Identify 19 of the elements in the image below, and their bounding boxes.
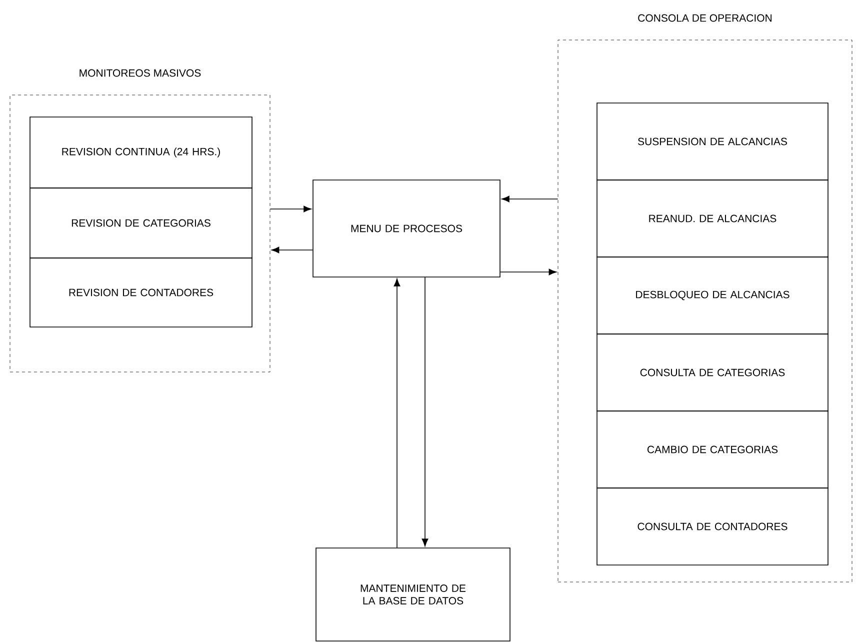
process-box: CONSULTA DE CONTADORES: [596, 488, 828, 566]
arrow: [394, 278, 400, 548]
arrow: [271, 246, 313, 254]
process-box: REVISION DE CATEGORIAS: [30, 188, 252, 258]
group-title: MONITOREOS MASIVOS: [80, 69, 201, 77]
process-box: MANTENIMIENTO DE LA BASE DE DATOS: [316, 548, 510, 642]
process-box: REVISION CONTINUA (24 HRS.): [30, 116, 252, 188]
process-box: DESBLOQUEO DE ALCANCIAS: [596, 256, 828, 334]
process-box: CAMBIO DE CATEGORIAS: [596, 410, 828, 488]
arrow: [502, 196, 558, 202]
process-box: CONSULTA DE CATEGORIAS: [596, 334, 828, 412]
group-title: CONSOLA DE OPERACION: [638, 14, 772, 22]
process-box: REVISION DE CONTADORES: [30, 258, 252, 328]
process-box: SUSPENSION DE ALCANCIAS: [596, 102, 828, 180]
process-box: REANUD. DE ALCANCIAS: [596, 180, 828, 258]
arrow: [500, 268, 557, 276]
process-box: MENU DE PROCESOS: [312, 180, 500, 278]
arrow: [270, 206, 312, 212]
arrow: [422, 277, 428, 546]
